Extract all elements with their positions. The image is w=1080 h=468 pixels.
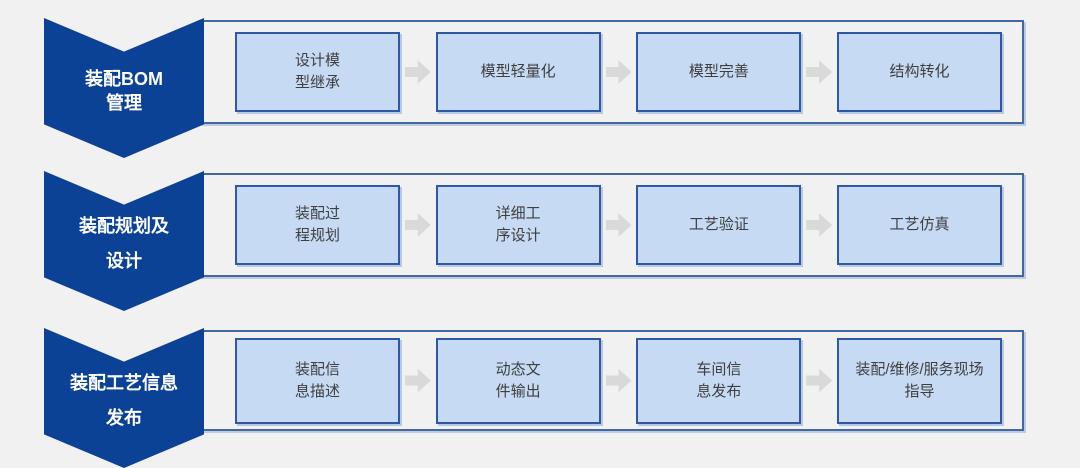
arrow-right-icon [605,60,632,84]
arrow-cell [601,211,637,239]
step-box: 设计模 型继承 [235,32,400,112]
stage-banner-chevron: 装配工艺信息 发布 [44,328,204,468]
arrow-right-icon [605,213,632,237]
arrow-cell [400,367,436,395]
stage-row-bom-management: 设计模 型继承 模型轻量化 模型完善 结构转化 装配BOM 管理 [0,18,1080,158]
step-box: 装配信 息描述 [235,337,400,424]
arrow-right-icon [605,368,632,393]
stage-banner-chevron: 装配规划及 设计 [44,171,204,311]
step-box: 模型完善 [636,32,802,112]
step-box: 工艺仿真 [837,185,1003,265]
arrow-right-icon [404,368,431,393]
stage-row-process-info-publish: 装配信 息描述 动态文 件输出 车间信 息发布 装配/维修/服务现场 指导 装配… [0,328,1080,468]
stage-steps-track: 设计模 型继承 模型轻量化 模型完善 结构转化 [200,20,1024,124]
stage-banner-chevron: 装配BOM 管理 [44,18,204,158]
arrow-cell [601,367,637,395]
step-box: 装配过 程规划 [235,185,400,265]
stage-banner-label: 装配规划及 设计 [79,215,169,271]
arrow-right-icon [404,60,431,84]
stage-banner-label: 装配BOM 管理 [85,68,163,113]
stage-row-planning-design: 装配过 程规划 详细工 序设计 工艺验证 工艺仿真 装配规划及 设计 [0,171,1080,311]
arrow-cell [801,58,837,86]
stage-steps-track: 装配信 息描述 动态文 件输出 车间信 息发布 装配/维修/服务现场 指导 [200,330,1024,431]
step-box: 详细工 序设计 [435,185,601,265]
arrow-right-icon [806,60,833,84]
arrow-right-icon [404,213,431,237]
step-box: 装配/维修/服务现场 指导 [837,337,1003,424]
step-box: 车间信 息发布 [636,337,802,424]
arrow-right-icon [806,213,833,237]
arrow-cell [801,211,837,239]
step-box: 模型轻量化 [435,32,601,112]
arrow-cell [601,58,637,86]
step-box: 结构转化 [837,32,1003,112]
step-box: 工艺验证 [636,185,802,265]
stage-steps-track: 装配过 程规划 详细工 序设计 工艺验证 工艺仿真 [200,173,1024,277]
step-box: 动态文 件输出 [435,337,601,424]
arrow-cell [400,211,436,239]
arrow-cell [400,58,436,86]
stage-banner-label: 装配工艺信息 发布 [70,372,178,428]
arrow-right-icon [806,368,833,393]
arrow-cell [801,367,837,395]
